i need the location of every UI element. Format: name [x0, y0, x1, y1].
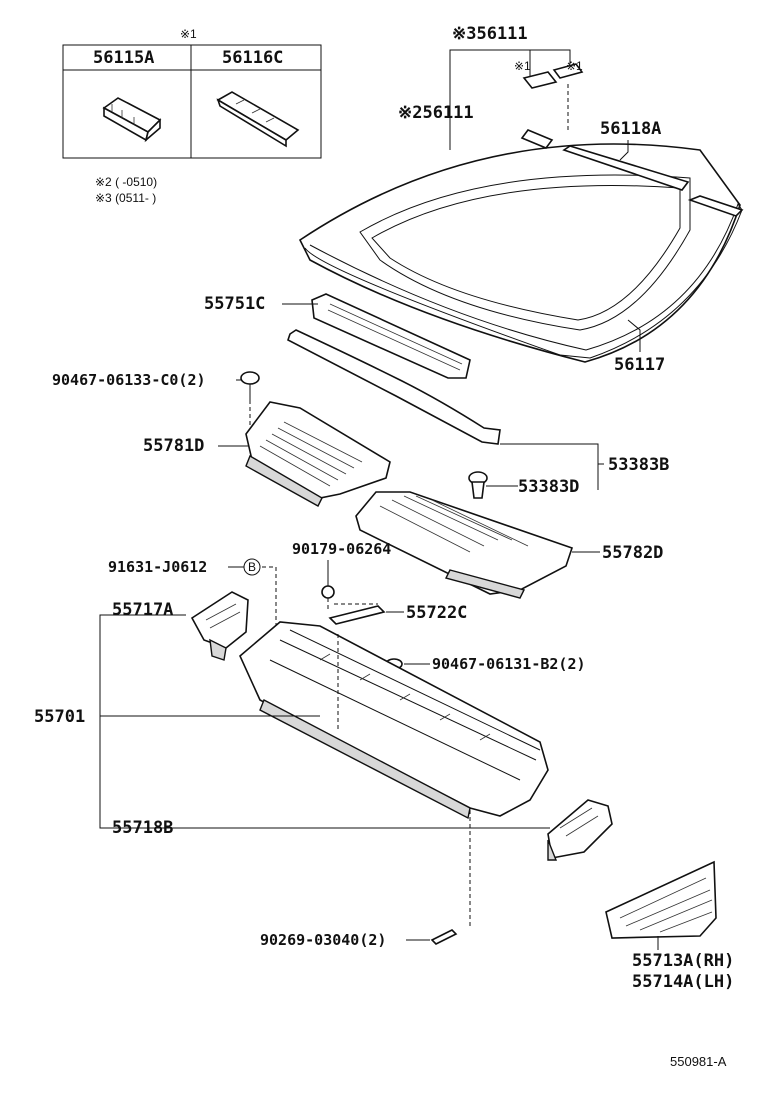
label-53383d: 53383D	[518, 477, 579, 497]
nut-90179	[321, 585, 335, 612]
label-56118a: 56118A	[600, 119, 661, 139]
dam-56118a	[520, 129, 744, 217]
label-55781d: 55781D	[143, 436, 204, 456]
label-55713a: 55713A(RH)	[632, 951, 734, 971]
label-90269: 90269-03040(2)	[260, 931, 386, 949]
windshield-glass	[298, 143, 741, 363]
label-55722c: 55722C	[406, 603, 467, 623]
label-mark1b: ※1	[566, 59, 583, 73]
bracket-55717a	[190, 591, 249, 661]
label-55782d: 55782D	[602, 543, 663, 563]
inset-table: ※1 56115A 56116C ※2 ( -0510) ※3 (0511- )	[62, 27, 322, 205]
molding-56117	[304, 202, 743, 359]
inset-header-mark: ※1	[180, 27, 197, 41]
label-mark1a: ※1	[514, 59, 531, 73]
label-55714a: 55714A(LH)	[632, 972, 734, 992]
clip-90269	[430, 810, 471, 945]
clip-56116c-drawing	[216, 91, 300, 148]
inset-col1-label: 56115A	[93, 48, 154, 68]
bracket-53383	[486, 443, 604, 490]
clip-pair-56111	[522, 63, 584, 89]
label-56111-top: ※356111	[452, 24, 528, 44]
diagram-reference-code: 550981-A	[670, 1054, 727, 1069]
label-56111-mid: ※256111	[398, 103, 474, 123]
label-55701: 55701	[34, 707, 85, 727]
label-90467-b2: 90467-06131-B2(2)	[432, 655, 586, 673]
cowl-louver-55781d	[245, 401, 391, 507]
seal-55751c	[311, 293, 471, 379]
clip-56115a-drawing	[102, 97, 162, 143]
b-mark: B	[248, 560, 256, 574]
bracket-55718b	[547, 799, 613, 861]
windshield-leaders	[449, 49, 641, 352]
label-90467-c0: 90467-06133-C0(2)	[52, 371, 206, 389]
cowl-louver-55782d	[355, 491, 574, 599]
panel-55713a-55714a	[605, 860, 717, 939]
clip-53383d	[468, 471, 488, 499]
label-56117: 56117	[614, 355, 665, 375]
label-55717a: 55717A	[112, 600, 173, 620]
inset-frame	[62, 44, 322, 159]
inset-note-1: ※2 ( -0510)	[95, 175, 157, 189]
bracket-lines-55701	[99, 614, 550, 829]
label-91631: 91631-J0612	[108, 558, 207, 576]
cowl-panel-55701	[239, 621, 549, 820]
seal-53383b	[287, 329, 501, 445]
b-mark-circle	[243, 558, 261, 576]
bracket-55722c	[328, 603, 386, 625]
label-55718b: 55718B	[112, 818, 173, 838]
label-55751c: 55751C	[204, 294, 265, 314]
inset-note-2: ※3 (0511- )	[95, 191, 156, 205]
label-90179: 90179-06264	[292, 540, 391, 558]
label-53383b: 53383B	[608, 455, 669, 475]
inset-col2-label: 56116C	[222, 48, 283, 68]
